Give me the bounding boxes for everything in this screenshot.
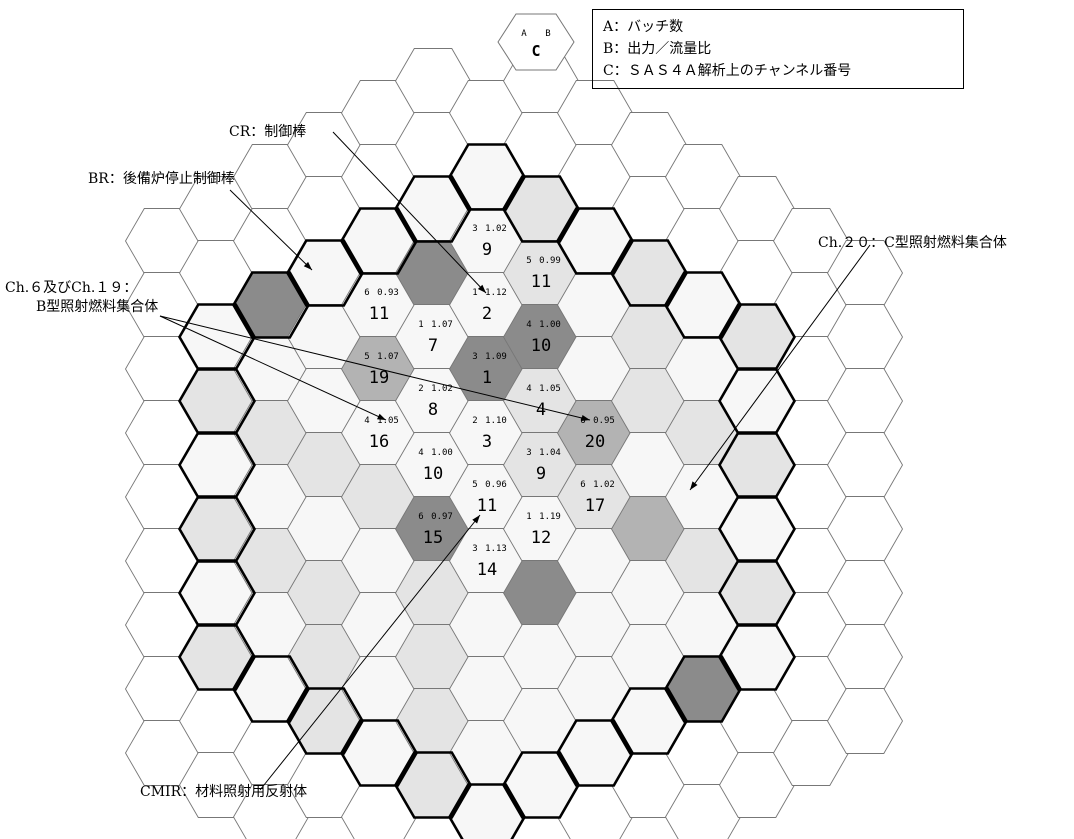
assembly-ratio: 1.04: [539, 448, 561, 458]
assembly-batch: 6: [580, 480, 585, 490]
assembly-channel: 11: [477, 496, 497, 516]
assembly-batch: 5: [364, 352, 369, 362]
assembly-ratio: 1.12: [485, 288, 507, 298]
assembly-ratio: 1.02: [593, 480, 615, 490]
assembly-channel: 10: [531, 336, 551, 356]
leader-arrowhead: [581, 415, 590, 421]
assembly-channel: 16: [369, 432, 389, 452]
leader-lines: [159, 131, 871, 791]
legend-sample-hex: A B C: [497, 13, 575, 71]
assembly-ratio: 1.02: [485, 224, 507, 234]
assembly-batch: 4: [364, 416, 369, 426]
assembly-batch: 6: [418, 512, 423, 522]
assembly-ratio: 1.00: [539, 320, 561, 330]
assembly-ratio: 1.13: [485, 544, 507, 554]
assembly-batch: 2: [418, 384, 423, 394]
assembly-batch: 5: [472, 480, 477, 490]
assembly-ratio: 1.05: [377, 416, 399, 426]
assembly-channel: 12: [531, 528, 551, 548]
legend-line-a: A：バッチ数: [603, 19, 684, 35]
assembly-batch: 4: [526, 320, 531, 330]
label-ch6-19: Ch.６及びCh.１９：: [5, 280, 138, 296]
assembly-batch: 3: [472, 352, 477, 362]
assembly-batch: 1: [418, 320, 423, 330]
leader-line: [332, 131, 487, 294]
core-edge-hex: [717, 623, 796, 691]
assembly-channel: 20: [585, 432, 605, 452]
assembly-ratio: 0.97: [431, 512, 453, 522]
assembly-channel: 14: [477, 560, 497, 580]
assembly-ratio: 1.07: [377, 352, 399, 362]
assembly-channel: 2: [482, 304, 492, 324]
assembly-batch: 3: [526, 448, 531, 458]
assembly-channel: 9: [536, 464, 546, 484]
leader-line: [229, 189, 313, 271]
legend-sample-a: A: [521, 29, 527, 39]
assembly-channel: 8: [428, 400, 438, 420]
assembly-batch: 6: [364, 288, 369, 298]
core-outline: [177, 143, 796, 839]
assembly-ratio: 1.05: [539, 384, 561, 394]
leader-arrowhead: [472, 515, 480, 524]
assembly-batch: 4: [418, 448, 423, 458]
leader-arrowhead: [477, 284, 486, 293]
assembly-channel: 11: [369, 304, 389, 324]
assembly-channel: 3: [482, 432, 492, 452]
assembly-batch: 3: [472, 544, 477, 554]
assembly-batch: 6: [580, 416, 585, 426]
leader-line: [689, 244, 871, 491]
assembly-batch: 2: [472, 416, 477, 426]
label-ch6-19-sub: B型照射燃料集合体: [36, 299, 159, 315]
assembly-ratio: 0.96: [485, 480, 507, 490]
assembly-ratio: 0.93: [377, 288, 399, 298]
legend-sample-c: C: [531, 42, 540, 60]
assembly-ratio: 1.10: [485, 416, 507, 426]
label-cr: CR：制御棒: [229, 124, 307, 140]
assembly-ratio: 1.19: [539, 512, 561, 522]
assembly-channel: 10: [423, 464, 443, 484]
assembly-channel: 1: [482, 368, 492, 388]
assembly-ratio: 0.95: [593, 416, 615, 426]
leader-arrowhead: [690, 481, 698, 490]
assembly-channel: 9: [482, 240, 492, 260]
blanket-hex: [826, 688, 904, 754]
assembly-channel: 17: [585, 496, 605, 516]
leader-line: [159, 315, 591, 421]
assembly-ratio: 1.07: [431, 320, 453, 330]
label-ch20: Ch.２０：C型照射燃料集合体: [818, 235, 1007, 251]
assembly-ratio: 1.09: [485, 352, 507, 362]
assembly-channel: 19: [369, 368, 389, 388]
assembly-ratio: 1.02: [431, 384, 453, 394]
legend-line-b: B：出力／流量比: [603, 41, 712, 57]
assembly-batch: 1: [526, 512, 531, 522]
assembly-batch: 1: [472, 288, 477, 298]
leader-line: [259, 514, 481, 791]
assembly-batch: 4: [526, 384, 531, 394]
assembly-channel: 4: [536, 400, 546, 420]
assembly-ratio: 1.00: [431, 448, 453, 458]
assembly-batch: 5: [526, 256, 531, 266]
leader-arrowhead: [377, 413, 386, 420]
leader-line: [159, 315, 387, 421]
assembly-channel: 15: [423, 528, 443, 548]
leader-arrowhead: [303, 261, 312, 270]
legend-box: A：バッチ数 B：出力／流量比 C：ＳＡＳ４Ａ解析上のチャンネル番号: [592, 9, 964, 89]
label-br: BR：後備炉停止制御棒: [88, 171, 235, 187]
assembly-channel: 7: [428, 336, 438, 356]
legend-line-c: C：ＳＡＳ４Ａ解析上のチャンネル番号: [603, 63, 852, 79]
label-cmir: CMIR：材料照射用反射体: [140, 784, 308, 800]
assembly-ratio: 0.99: [539, 256, 561, 266]
assembly-batch: 3: [472, 224, 477, 234]
assembly-channel: 11: [531, 272, 551, 292]
legend-sample-b: B: [545, 29, 550, 39]
